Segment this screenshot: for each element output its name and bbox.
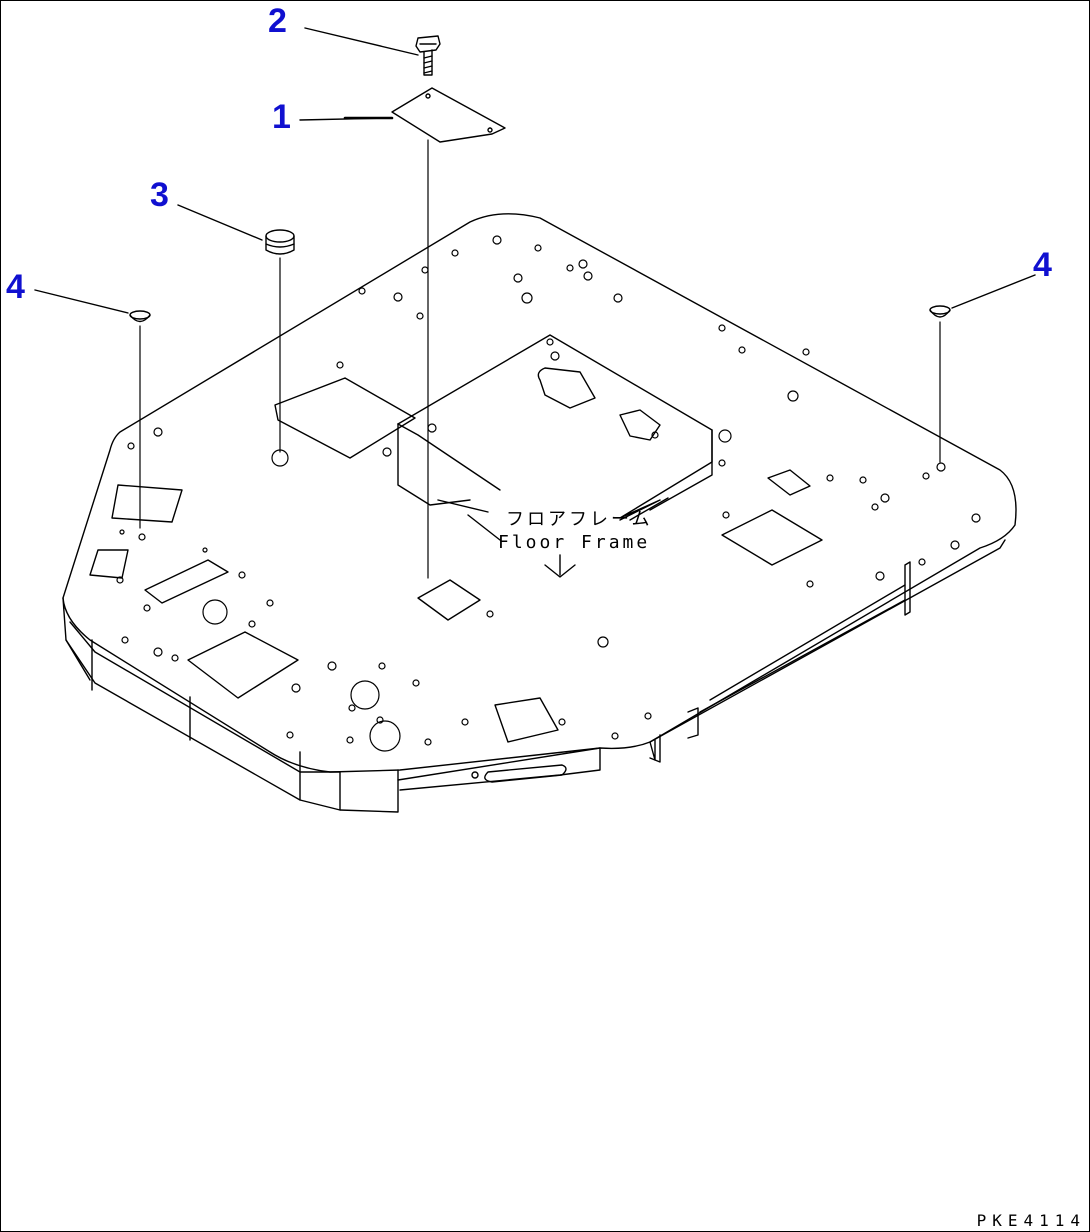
callout-4-right: 4: [1033, 246, 1052, 284]
leader-4a: [34, 289, 129, 314]
plate-part-1: [391, 87, 506, 143]
drawing-code: PKE4114: [976, 1211, 1086, 1230]
center-box: [397, 334, 713, 521]
leader-3: [177, 204, 263, 241]
floor-frame-label-jp: フロアフレーム: [506, 509, 653, 530]
side-skirt: [62, 597, 399, 813]
callout-2: 2: [268, 2, 287, 40]
callout-3: 3: [150, 176, 169, 214]
floor-frame-label-en: Floor Frame: [498, 532, 651, 553]
floor-plate-outline: [62, 213, 1017, 773]
cap-part-3: [265, 229, 295, 255]
bolt-part-2: [415, 35, 441, 76]
label-arrow: [544, 554, 576, 578]
bottom-slot: [484, 764, 567, 783]
leader-2: [304, 27, 419, 56]
plug-part-4-left: [129, 310, 151, 323]
plate-holes: [116, 235, 981, 752]
plug-part-4-right: [929, 305, 951, 318]
callout-4-left: 4: [6, 268, 25, 306]
leader-4b: [951, 274, 1036, 309]
callout-1: 1: [272, 98, 291, 136]
